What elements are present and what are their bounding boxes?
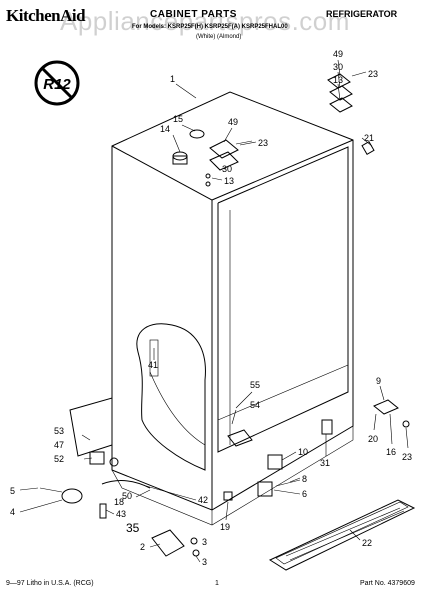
callout-5: 5 bbox=[10, 486, 15, 496]
callout-13-right: 13 bbox=[333, 75, 343, 85]
callout-31: 31 bbox=[320, 458, 330, 468]
callout-23-lower: 23 bbox=[402, 452, 412, 462]
callout-52: 52 bbox=[54, 454, 64, 464]
callout-55: 55 bbox=[250, 380, 260, 390]
toe-grille bbox=[268, 499, 416, 571]
color-list: (White) (Almond) bbox=[196, 34, 242, 40]
product-type: REFRIGERATOR bbox=[326, 9, 398, 19]
watermark: Appliancepartspros.com bbox=[60, 6, 350, 36]
callout-1: 1 bbox=[170, 74, 175, 84]
callout-13-left: 13 bbox=[224, 176, 234, 186]
callout-16: 16 bbox=[386, 447, 396, 457]
callout-54: 54 bbox=[250, 400, 260, 410]
callout-20: 20 bbox=[368, 434, 378, 444]
r12-badge: R12 bbox=[34, 60, 80, 106]
top-hinge-right bbox=[327, 71, 375, 156]
callout-23-right: 23 bbox=[368, 69, 378, 79]
callout-14: 14 bbox=[160, 124, 170, 134]
callout-3-upper: 3 bbox=[202, 537, 207, 547]
callout-22: 22 bbox=[362, 538, 372, 548]
callout-43: 43 bbox=[116, 509, 126, 519]
brand-logo: KitchenAid bbox=[6, 6, 86, 25]
callout-49-right: 49 bbox=[333, 49, 343, 59]
badge-text: R12 bbox=[43, 76, 71, 93]
footer-page-number: 1 bbox=[215, 580, 219, 587]
callout-42: 42 bbox=[198, 495, 208, 505]
callout-47: 47 bbox=[54, 440, 64, 450]
callout-23-left: 23 bbox=[258, 138, 268, 148]
callout-53: 53 bbox=[54, 426, 64, 436]
callout-30-right: 30 bbox=[333, 62, 343, 72]
callout-41: 41 bbox=[148, 360, 158, 370]
callout-4: 4 bbox=[10, 507, 15, 517]
leader-lines bbox=[19, 59, 409, 563]
callout-6: 6 bbox=[302, 489, 307, 499]
callout-49-left: 49 bbox=[228, 117, 238, 127]
callout-9: 9 bbox=[376, 376, 381, 386]
callout-21: 21 bbox=[364, 133, 374, 143]
callout-2: 2 bbox=[140, 542, 145, 552]
callout-8: 8 bbox=[302, 474, 307, 484]
footer-litho: 9—97 Litho in U.S.A. (RCG) bbox=[6, 580, 94, 587]
callout-3-lower: 3 bbox=[202, 557, 207, 567]
lower-right-parts bbox=[227, 399, 410, 497]
callout-18: 18 bbox=[114, 497, 124, 507]
callout-19: 19 bbox=[220, 522, 230, 532]
footer-part-number: Part No. 4379609 bbox=[360, 580, 415, 587]
sheet-title: CABINET PARTS bbox=[150, 9, 237, 20]
callout-15: 15 bbox=[173, 114, 183, 124]
callout-30-left: 30 bbox=[222, 164, 232, 174]
callout-50: 50 bbox=[122, 491, 132, 501]
callout-10: 10 bbox=[298, 447, 308, 457]
callout-35: 35 bbox=[126, 521, 140, 535]
top-hinge-left bbox=[172, 129, 253, 187]
callout-labels: 1 15 14 49 23 30 13 49 30 13 23 21 41 55… bbox=[10, 49, 412, 567]
cabinet-shell bbox=[111, 91, 354, 526]
model-list: For Models: KSRP25F(H) KSRP25F(A) KSRP25… bbox=[132, 24, 288, 30]
